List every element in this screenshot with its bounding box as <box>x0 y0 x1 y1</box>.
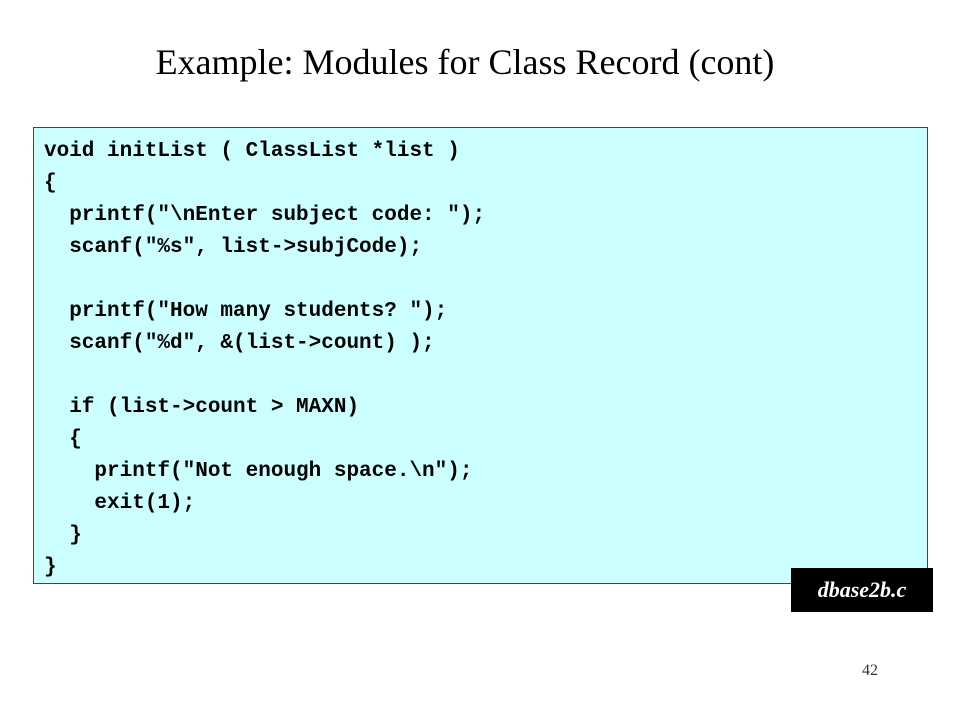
code-line: } <box>44 556 57 579</box>
page-number: 42 <box>862 662 878 679</box>
code-box: void initList ( ClassList *list ) { prin… <box>33 127 928 584</box>
code-line: void initList ( ClassList *list ) <box>44 140 460 163</box>
code-line: { <box>44 172 57 195</box>
code-line-blank <box>44 264 485 296</box>
code-line: printf("\nEnter subject code: "); <box>44 204 486 227</box>
code-line: scanf("%d", &(list->count) ); <box>44 332 435 355</box>
code-line: exit(1); <box>44 492 196 515</box>
code-line: printf("Not enough space.\n"); <box>44 460 473 483</box>
code-line: printf("How many students? "); <box>44 300 448 323</box>
code-block: void initList ( ClassList *list ) { prin… <box>44 136 485 584</box>
code-line: if (list->count > MAXN) <box>44 396 360 419</box>
slide-title: Example: Modules for Class Record (cont) <box>155 42 775 82</box>
code-line: { <box>44 428 82 451</box>
code-line: scanf("%s", list->subjCode); <box>44 236 423 259</box>
code-line: } <box>44 524 82 547</box>
code-line-blank <box>44 360 485 392</box>
file-name-label: dbase2b.c <box>791 568 933 612</box>
